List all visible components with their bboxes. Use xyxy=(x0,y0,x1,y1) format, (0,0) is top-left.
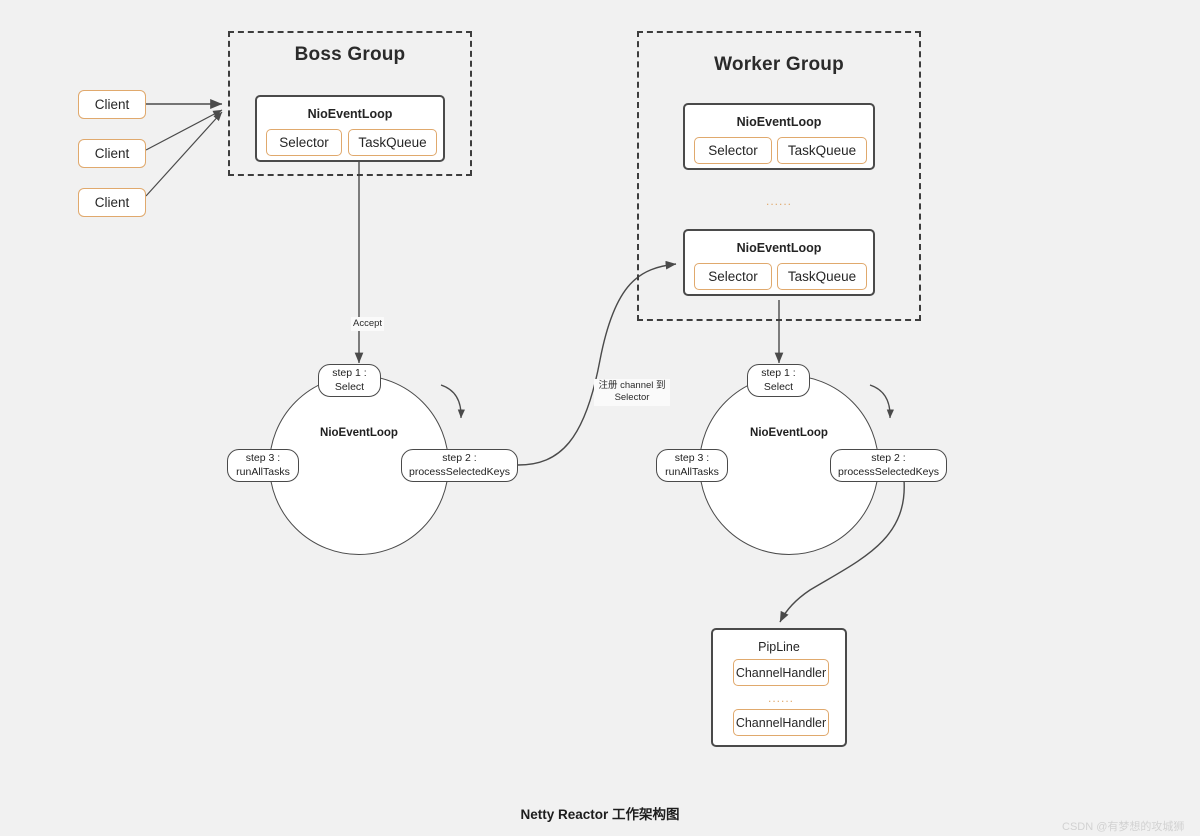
worker-selector-box-1[interactable]: Selector xyxy=(694,137,772,164)
accept-edge-label: Accept xyxy=(351,317,385,332)
client-label: Client xyxy=(94,146,130,161)
channel-handler-box-1[interactable]: ChannelHandler xyxy=(733,659,829,686)
pipeline-card[interactable]: PipLine ChannelHandler ...... ChannelHan… xyxy=(711,628,847,747)
boss-taskqueue-label: TaskQueue xyxy=(358,135,427,150)
channel-handler-box-2[interactable]: ChannelHandler xyxy=(733,709,829,736)
worker-step-1-select[interactable]: step 1 : Select xyxy=(747,364,810,397)
boss-nioeventloop-card[interactable]: NioEventLoop Selector TaskQueue xyxy=(255,95,445,162)
worker-nioeventloop-card-2[interactable]: NioEventLoop Selector TaskQueue xyxy=(683,229,875,296)
worker-taskqueue-label: TaskQueue xyxy=(787,143,857,158)
diagram-caption: Netty Reactor 工作架构图 xyxy=(520,807,680,822)
client-box-2[interactable]: Client xyxy=(78,139,146,168)
worker-group-title: Worker Group xyxy=(714,54,844,75)
worker-step-3-line1: step 3 : xyxy=(674,452,710,465)
edge-boss-cycle-rotation xyxy=(440,384,465,419)
boss-step-1-select[interactable]: step 1 : Select xyxy=(318,364,381,397)
boss-cycle-center-label: NioEventLoop xyxy=(320,427,398,439)
boss-group-container xyxy=(228,31,472,176)
worker-taskqueue-box-2[interactable]: TaskQueue xyxy=(777,263,867,290)
boss-step-2-line1: step 2 : xyxy=(442,452,477,465)
pipeline-ellipsis: ...... xyxy=(767,691,794,705)
worker-step-2-processselectedkeys[interactable]: step 2 : processSelectedKeys xyxy=(830,449,947,482)
boss-selector-label: Selector xyxy=(279,135,329,150)
edge-client3-to-boss xyxy=(145,111,223,197)
worker-nioeventloop-card-1[interactable]: NioEventLoop Selector TaskQueue xyxy=(683,103,875,170)
worker-taskqueue-box-1[interactable]: TaskQueue xyxy=(777,137,867,164)
client-box-1[interactable]: Client xyxy=(78,90,146,119)
channel-handler-label: ChannelHandler xyxy=(735,665,827,680)
pipeline-title: PipLine xyxy=(758,640,800,654)
register-channel-line2: Selector xyxy=(614,392,650,404)
client-box-3[interactable]: Client xyxy=(78,188,146,217)
worker-step-3-runalltasks[interactable]: step 3 : runAllTasks xyxy=(656,449,728,482)
boss-group-title: Boss Group xyxy=(294,44,406,65)
worker-selector-box-2[interactable]: Selector xyxy=(694,263,772,290)
worker-nioeventloop-title: NioEventLoop xyxy=(736,115,822,129)
worker-group-ellipsis: ...... xyxy=(765,194,792,208)
register-channel-line1: 注册 channel 到 xyxy=(598,380,666,391)
client-label: Client xyxy=(94,97,130,112)
register-channel-edge-label: 注册 channel 到 Selector xyxy=(594,379,670,406)
worker-selector-label: Selector xyxy=(708,269,758,284)
worker-step-2-line2: processSelectedKeys xyxy=(838,465,939,478)
boss-step-2-processselectedkeys[interactable]: step 2 : processSelectedKeys xyxy=(401,449,518,482)
worker-step-1-line1: step 1 : xyxy=(761,367,796,380)
worker-step-1-line2: Select xyxy=(763,380,794,393)
worker-nioeventloop-title: NioEventLoop xyxy=(736,241,822,255)
edge-worker-cycle-rotation xyxy=(869,384,894,419)
csdn-watermark: CSDN @有梦想的攻城狮 xyxy=(1062,821,1185,833)
boss-nioeventloop-title: NioEventLoop xyxy=(307,107,393,121)
boss-taskqueue-box[interactable]: TaskQueue xyxy=(348,129,437,156)
worker-selector-label: Selector xyxy=(708,143,758,158)
boss-step-3-line2: runAllTasks xyxy=(236,465,290,478)
client-label: Client xyxy=(94,195,130,210)
worker-group-container xyxy=(637,31,921,321)
worker-step-2-line1: step 2 : xyxy=(871,452,906,465)
boss-step-1-line1: step 1 : xyxy=(332,367,367,380)
edge-client2-to-boss xyxy=(145,109,223,151)
worker-taskqueue-label: TaskQueue xyxy=(787,269,857,284)
channel-handler-label: ChannelHandler xyxy=(735,715,827,730)
boss-selector-box[interactable]: Selector xyxy=(266,129,342,156)
boss-step-1-line2: Select xyxy=(334,380,365,393)
boss-step-3-line1: step 3 : xyxy=(245,452,281,465)
boss-step-3-runalltasks[interactable]: step 3 : runAllTasks xyxy=(227,449,299,482)
boss-step-2-line2: processSelectedKeys xyxy=(409,465,510,478)
worker-cycle-center-label: NioEventLoop xyxy=(750,427,828,439)
worker-step-3-line2: runAllTasks xyxy=(665,465,719,478)
